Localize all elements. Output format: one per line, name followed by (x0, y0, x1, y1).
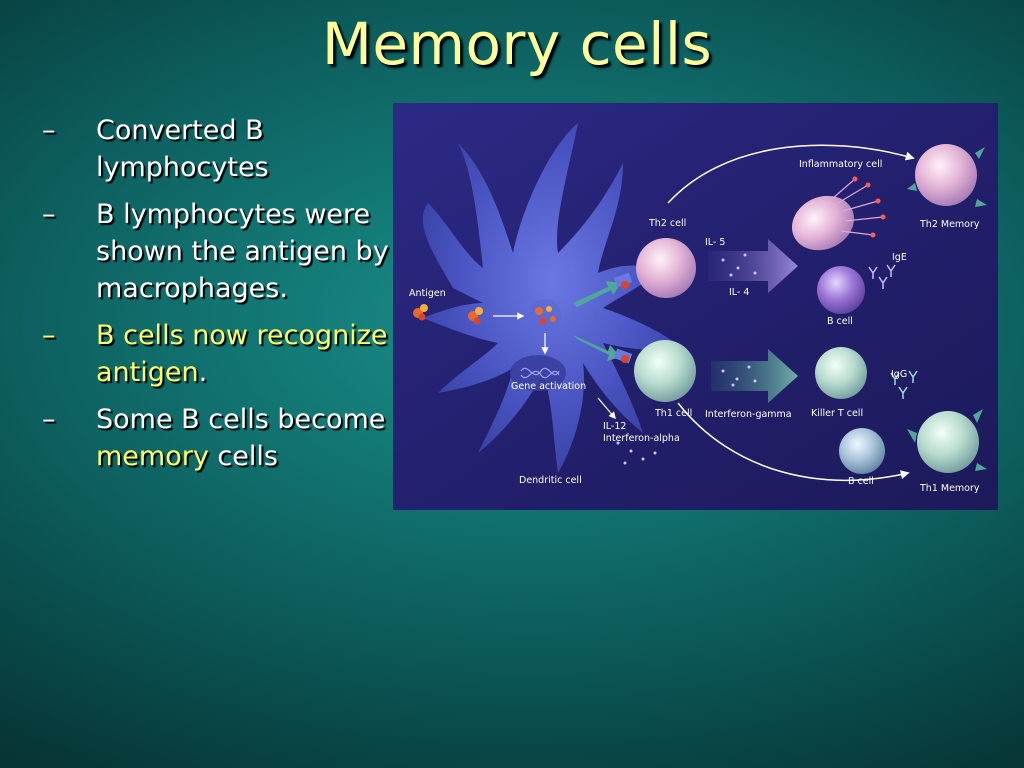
label-killer-t-cell: Killer T cell (811, 408, 863, 419)
il12-arrow (597, 397, 616, 420)
curve-arrow-th2-memory (667, 144, 915, 204)
dendritic-cell-shape (422, 123, 683, 473)
immune-response-figure: Antigen Gene activation Dendritic cell T… (393, 103, 998, 510)
il-cytokine-arrow (708, 239, 798, 293)
bullet-dash: – (42, 115, 56, 146)
label-il12: IL-12 (603, 421, 626, 432)
bullet-period: . (198, 357, 208, 388)
bullet-highlight-memory: memory (96, 441, 209, 472)
label-interferon-alpha: Interferon-alpha (603, 433, 680, 444)
bullet-item-highlighted: – B cells now recognize antigen. (42, 317, 392, 391)
label-il5: IL- 5 (705, 237, 725, 248)
th1-cell (634, 340, 696, 402)
arrow-to-th2 (573, 281, 621, 307)
antigen-particles (413, 299, 561, 331)
arrow-to-th1 (573, 335, 621, 361)
th1-memory-cell (907, 409, 987, 473)
bullet-text: B cells now recognize antigen (96, 320, 388, 388)
bullet-text: Converted B lymphocytes (96, 115, 269, 183)
receptor-th2 (613, 272, 633, 288)
bullet-text-end: cells (208, 441, 278, 472)
cytokine-dots (616, 253, 757, 465)
label-ige: IgE (892, 252, 907, 263)
bullet-item: – Some B cells become memory cells (42, 401, 392, 475)
figure-svg: Antigen Gene activation Dendritic cell T… (393, 103, 998, 510)
bullet-dash: – (42, 320, 56, 351)
igg-antibodies (890, 370, 918, 399)
bullet-dash: – (42, 199, 56, 230)
interferon-gamma-arrow (711, 349, 798, 403)
label-th1-memory: Th1 Memory (919, 483, 980, 494)
slide-title: Memory cells (321, 10, 713, 78)
curve-arrow-th1-memory (677, 402, 910, 482)
label-gene-activation: Gene activation (511, 381, 586, 392)
label-igg: IgG (891, 369, 907, 380)
inflammatory-cell (791, 176, 886, 251)
ige-antibodies (868, 264, 896, 289)
b-cell-bottom (839, 428, 885, 474)
label-antigen: Antigen (409, 288, 446, 299)
bullet-text: Some B cells become (96, 404, 386, 435)
label-b-cell-bottom: B cell (848, 476, 874, 487)
bullet-item: – B lymphocytes were shown the antigen b… (42, 196, 392, 307)
killer-t-cell (815, 347, 867, 399)
label-inflammatory-cell: Inflammatory cell (799, 159, 882, 170)
label-il4: IL- 4 (729, 287, 749, 298)
bullet-dash: – (42, 404, 56, 435)
bullet-item: – Converted B lymphocytes (42, 112, 392, 186)
label-th1-cell: Th1 cell (654, 408, 692, 419)
label-interferon-gamma: Interferon-gamma (705, 409, 792, 420)
gene-activation-dna (520, 367, 560, 379)
label-dendritic-cell: Dendritic cell (519, 475, 582, 486)
th2-memory-cell (907, 144, 987, 207)
b-cell-top (817, 266, 865, 314)
label-th2-cell: Th2 cell (648, 218, 686, 229)
label-th2-memory: Th2 Memory (919, 219, 980, 230)
bullet-text: B lymphocytes were shown the antigen by … (96, 199, 389, 304)
bullet-list: – Converted B lymphocytes – B lymphocyte… (42, 112, 392, 485)
th2-cell (636, 238, 696, 298)
label-b-cell-top: B cell (827, 316, 853, 327)
